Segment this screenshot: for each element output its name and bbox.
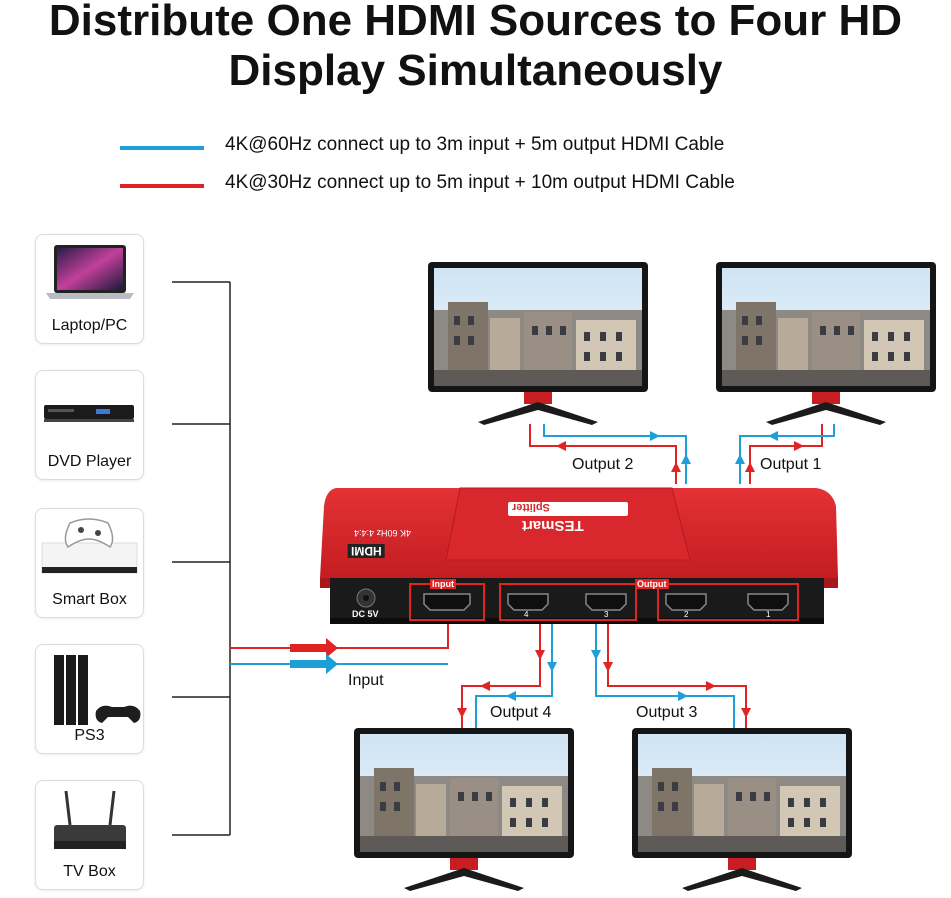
game-console-icon	[41, 518, 138, 574]
monitor-output-1	[716, 262, 936, 425]
output-3-label: Output 3	[636, 704, 698, 721]
input-label: Input	[348, 672, 384, 689]
device-model-label: Splitter	[512, 501, 550, 513]
legend-line-red	[120, 184, 204, 188]
output-1-label: Output 1	[760, 456, 822, 473]
legend-text-red: 4K@30Hz connect up to 5m input + 10m out…	[225, 172, 735, 193]
router-icon	[54, 790, 126, 849]
source-label-laptop: Laptop/PC	[51, 317, 128, 334]
output-2-label: Output 2	[572, 456, 634, 473]
port-number-4: 4	[524, 610, 529, 619]
output-port-label: Output	[635, 579, 669, 589]
source-card-tvbox: TV Box	[35, 780, 144, 890]
hdmi-splitter	[320, 487, 838, 624]
laptop-icon	[46, 245, 134, 299]
dvd-player-icon	[44, 405, 134, 422]
dc-power-label: DC 5V	[352, 609, 379, 619]
monitor-output-3	[632, 728, 852, 891]
output-cables-top	[529, 424, 835, 484]
monitor-output-4	[354, 728, 574, 891]
device-spec-label: 4K 60Hz 4:4:4	[354, 528, 412, 538]
input-cable	[230, 622, 449, 674]
source-card-ps3: PS3	[35, 644, 144, 754]
device-brand-label: TESmart	[522, 517, 584, 534]
port-number-1: 1	[766, 610, 771, 619]
port-number-2: 2	[684, 610, 689, 619]
legend-text-blue: 4K@60Hz connect up to 3m input + 5m outp…	[225, 134, 725, 155]
source-card-dvd: DVD Player	[35, 370, 144, 480]
source-label-dvd: DVD Player	[47, 453, 132, 470]
source-card-laptop: Laptop/PC	[35, 234, 144, 344]
output-4-label: Output 4	[490, 704, 552, 721]
monitor-output-2	[428, 262, 648, 425]
source-card-smartbox: Smart Box	[35, 508, 144, 618]
port-number-3: 3	[604, 610, 609, 619]
title-line-2: Display Simultaneously	[228, 46, 723, 95]
output-arrows-bottom	[457, 650, 751, 718]
source-bracket	[172, 281, 231, 836]
source-label-tvbox: TV Box	[63, 863, 116, 880]
source-label-ps3: PS3	[74, 727, 105, 744]
title-line-1: Distribute One HDMI Sources to Four HD	[48, 0, 903, 45]
playstation-icon	[54, 655, 141, 725]
output-arrows-top	[556, 431, 804, 472]
device-hdmi-logo: HDMI	[348, 544, 385, 558]
source-label-smartbox: Smart Box	[52, 591, 127, 608]
input-port-label: Input	[430, 579, 456, 589]
legend-line-blue	[120, 146, 204, 150]
